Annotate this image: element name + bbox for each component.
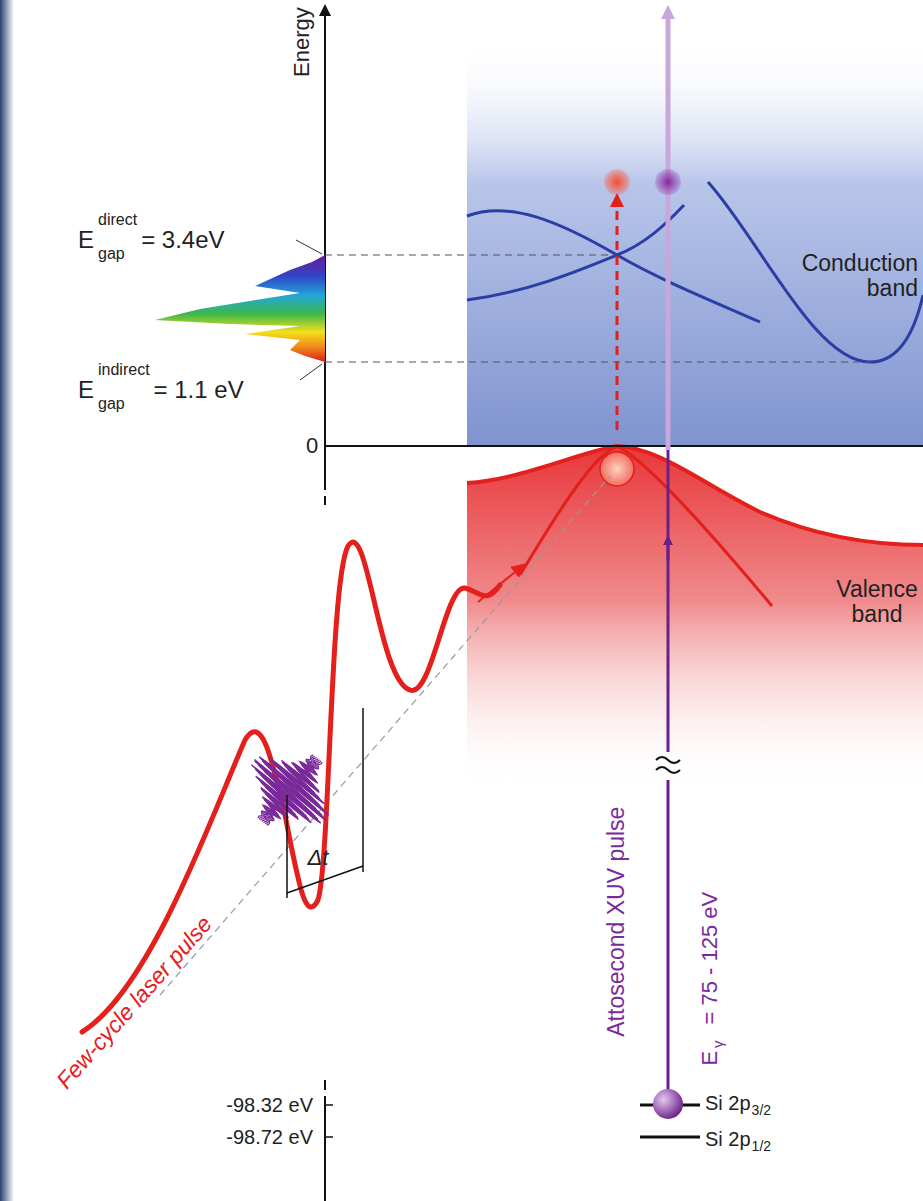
indirect-gap-line [325,361,870,362]
break-symbol [656,757,680,773]
energy-axis [324,6,326,490]
symbol: E [78,227,94,253]
subscript: γ [710,1040,727,1048]
gap-value: = 1.1 eV [154,377,244,403]
direct-gap-line [325,254,615,255]
burst-stroke [262,762,329,825]
superscript: indirect [98,361,150,379]
level-energy: -98.32 eV [226,1094,313,1116]
subscript: gap [98,245,125,263]
laser-arrow [478,568,520,602]
gap-value: = 3.4eV [141,227,224,253]
delay-label: Δt [308,846,329,870]
xuv-arrow-upper [666,12,671,450]
level-energy: -98.72 eV [226,1126,313,1148]
hole [600,452,634,486]
subscript: 1/2 [752,1139,771,1154]
zero-label: 0 [306,434,318,458]
leader-line [300,364,322,380]
energy-axis-lower [324,1096,326,1201]
level-label: Si 2p [705,1092,751,1114]
conduction-band-fill [467,40,923,446]
leader-line [296,240,322,254]
core-electron [653,1089,683,1119]
photon-energy: = 75 - 125 eV [698,892,722,1025]
pulse-label: Few-cycle laser pulse [52,912,217,1094]
valence-band-edge [467,446,923,545]
xuv-arrowhead [667,540,670,560]
level-2p12 [640,1136,700,1139]
superscript: direct [98,211,137,229]
zero-line [325,445,923,447]
valence-band-fill [467,446,923,790]
band-label: Valence band [831,577,923,628]
attosecond-burst [251,755,328,825]
excited-electron [604,169,630,195]
subscript: gap [98,395,125,413]
laser-spectrum [155,255,325,362]
xuv-arrow-lower [667,780,670,1092]
axis-break [324,1080,326,1090]
xuv-arrow-mid [667,450,670,752]
propagation-axis [160,476,610,995]
excitation-arrow [616,200,619,430]
symbol: E [78,377,94,403]
tick [325,1136,333,1138]
axis-break [324,496,326,505]
band-label: Conduction band [788,251,918,302]
level-label: Si 2p [705,1128,751,1150]
axis-label: Energy [290,7,314,77]
border-strip [0,0,14,1201]
photon-energy: E [698,1051,722,1066]
conduction-band-curves [467,182,923,362]
laser-pulse-wave [82,542,500,1032]
tick [325,1104,333,1106]
xuv-electron [655,169,681,195]
light-hole-band [520,446,772,606]
subscript: 3/2 [752,1103,771,1118]
burst-stroke [258,760,325,823]
delay-bracket [287,708,363,898]
pulse-label: Attosecond XUV pulse [604,807,629,1037]
